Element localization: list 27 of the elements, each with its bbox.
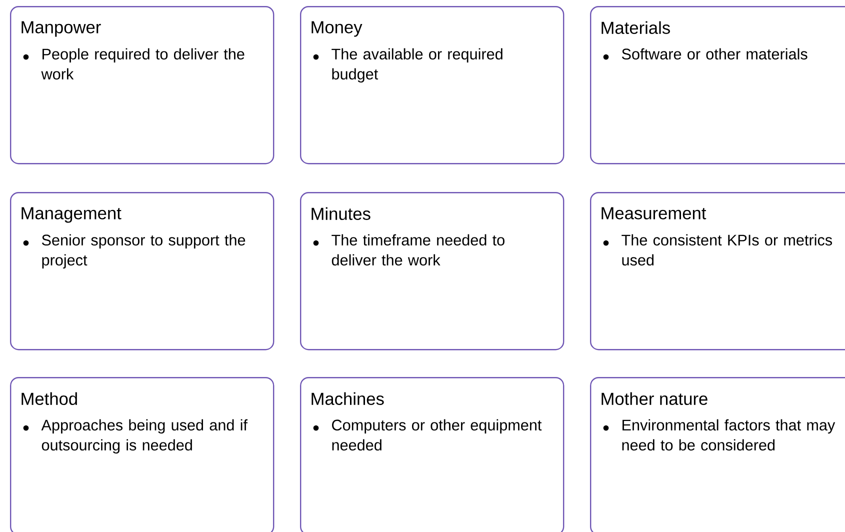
- heading: Minutes: [312, 207, 370, 220]
- text-box: [590, 377, 845, 532]
- text-box: [300, 377, 564, 532]
- text-box: [10, 6, 274, 164]
- heading: Management: [22, 207, 122, 223]
- heading: Manpower: [22, 21, 101, 37]
- heading: Measurement: [602, 207, 706, 220]
- heading: Method: [22, 392, 77, 405]
- bullet-text: Software or other materials: [622, 48, 808, 60]
- bullet-text: The available or required budget: [332, 48, 502, 83]
- bullet-text: The timeframe needed to deliver the work: [332, 234, 504, 266]
- heading: Materials: [602, 21, 670, 34]
- text-box: [300, 6, 564, 164]
- bullet-text: Approaches being used and if outsourcing is needed: [41, 419, 248, 454]
- bullet-text: Senior sponsor to support the project: [42, 234, 246, 269]
- heading: Mother nature: [602, 392, 708, 405]
- text-box: [590, 6, 845, 164]
- text-box: [300, 192, 564, 350]
- bullet-text: People required to deliver the work: [41, 48, 244, 80]
- bullet-text: Computers or other equipment needed: [332, 419, 542, 451]
- bullet-text: Environmental factors that may need to be considered: [622, 419, 836, 451]
- text-box: [10, 377, 274, 532]
- heading: Money: [312, 21, 362, 37]
- heading: Machines: [312, 392, 384, 405]
- text-box: [590, 192, 845, 350]
- bullet-text: The consistent KPIs or metrics used: [622, 234, 832, 266]
- text-box: [10, 192, 274, 350]
